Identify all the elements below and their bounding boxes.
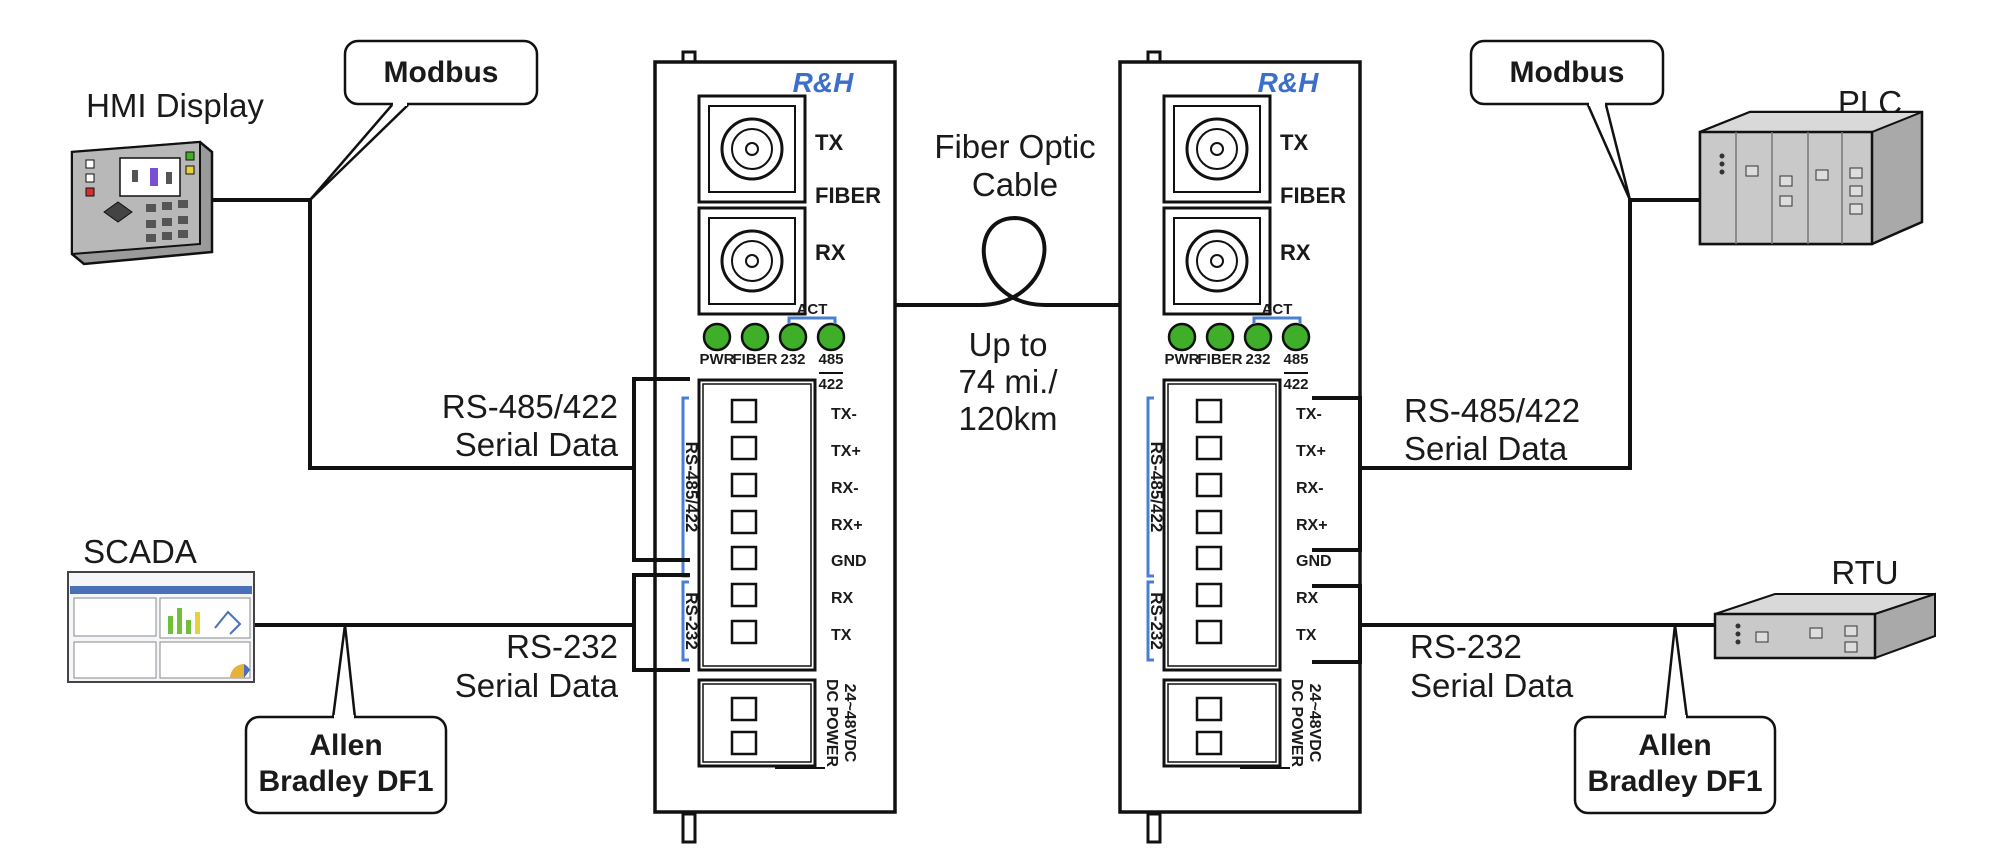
pin-label: RX- — [1296, 480, 1324, 497]
left-modbus-label: Modbus — [384, 56, 499, 89]
right-rs485-label: RS-485/422 — [1404, 392, 1580, 429]
left-converter: R&H TX FIBER RX ACT PWR FIBER 232 485 42… — [653, 50, 897, 844]
tx-port-label: TX — [1280, 130, 1308, 155]
pin-label: TX+ — [1296, 443, 1326, 460]
dc-voltage-label: 24~48VDC — [841, 684, 858, 763]
rs485-group-label: RS-485/422 — [682, 442, 701, 533]
pin-label: TX — [1296, 627, 1317, 644]
left-rs232-label: RS-232 — [506, 628, 618, 665]
hmi-display-device: HMI Display — [70, 87, 264, 266]
act-label: ACT — [797, 301, 828, 318]
fiber-title-line1: Fiber Optic — [934, 128, 1095, 165]
rs232-group-label: RS-232 — [682, 592, 701, 650]
pin-label: TX- — [1296, 406, 1322, 423]
left-allen-label-line2: Bradley DF1 — [258, 765, 433, 798]
fiber-label: FIBER — [1280, 183, 1346, 208]
plc-device: PLC — [1698, 84, 1924, 246]
brand-logo: R&H — [793, 67, 854, 98]
act-label: ACT — [1262, 301, 1293, 318]
left-allen-bradley-callout: Allen Bradley DF1 — [244, 624, 448, 815]
dc-power-label: DC POWER — [1288, 679, 1305, 767]
led-232-label: 232 — [780, 351, 805, 368]
left-rs485-label: RS-485/422 — [442, 388, 618, 425]
scada-label: SCADA — [83, 533, 197, 570]
right-allen-bradley-callout: Allen Bradley DF1 — [1573, 624, 1777, 815]
left-rs232-sub: Serial Data — [455, 667, 619, 704]
led-422-label: 422 — [1283, 376, 1308, 393]
right-rs232-sub: Serial Data — [1410, 667, 1574, 704]
led-fiber-label: FIBER — [733, 351, 778, 368]
right-rs232-label: RS-232 — [1410, 628, 1522, 665]
pin-label: GND — [831, 553, 867, 570]
led-485-label: 485 — [818, 351, 843, 368]
pin-label: TX+ — [831, 443, 861, 460]
pin-label: TX — [831, 627, 852, 644]
rx-port-label: RX — [815, 240, 846, 265]
pin-label: RX+ — [831, 517, 863, 534]
fiber-optic-cable: Fiber Optic Cable Up to 74 mi./ 120km — [895, 128, 1120, 437]
led-pwr-label: PWR — [1165, 351, 1200, 368]
tx-port-label: TX — [815, 130, 843, 155]
scada-screen-device: SCADA — [67, 533, 255, 683]
dc-voltage-label: 24~48VDC — [1306, 684, 1323, 763]
right-modbus-label: Modbus — [1510, 56, 1625, 89]
right-modbus-callout: Modbus — [1469, 39, 1665, 201]
pin-label: RX+ — [1296, 517, 1328, 534]
right-rs485-sub: Serial Data — [1404, 430, 1568, 467]
right-allen-label-line1: Allen — [1638, 729, 1711, 762]
pin-label: GND — [1296, 553, 1332, 570]
rtu-device: RTU — [1713, 554, 1936, 660]
dc-power-label: DC POWER — [823, 679, 840, 767]
right-wiring — [1312, 198, 1715, 664]
led-422-label: 422 — [818, 376, 843, 393]
rs485-group-label: RS-485/422 — [1147, 442, 1166, 533]
led-fiber-label: FIBER — [1198, 351, 1243, 368]
pin-label: TX- — [831, 406, 857, 423]
brand-logo: R&H — [1258, 67, 1319, 98]
pin-label: RX- — [831, 480, 859, 497]
rtu-label: RTU — [1831, 554, 1898, 591]
left-rs485-sub: Serial Data — [455, 426, 619, 463]
hmi-label: HMI Display — [86, 87, 264, 124]
fiber-title-line2: Cable — [972, 166, 1058, 203]
left-allen-label-line1: Allen — [309, 729, 382, 762]
distance-line3: 120km — [958, 400, 1057, 437]
left-modbus-callout: Modbus — [309, 39, 539, 201]
fiber-label: FIBER — [815, 183, 881, 208]
pin-label: RX — [1296, 590, 1319, 607]
led-485-label: 485 — [1283, 351, 1308, 368]
pin-label: RX — [831, 590, 854, 607]
distance-line2: 74 mi./ — [958, 363, 1058, 400]
right-converter: R&H TX FIBER RX ACT PWR FIBER 232 485 42… — [1118, 50, 1362, 844]
left-wiring — [208, 198, 690, 672]
rs232-group-label: RS-232 — [1147, 592, 1166, 650]
led-pwr-label: PWR — [700, 351, 735, 368]
led-232-label: 232 — [1245, 351, 1270, 368]
distance-line1: Up to — [969, 326, 1048, 363]
rx-port-label: RX — [1280, 240, 1311, 265]
right-allen-label-line2: Bradley DF1 — [1587, 765, 1762, 798]
